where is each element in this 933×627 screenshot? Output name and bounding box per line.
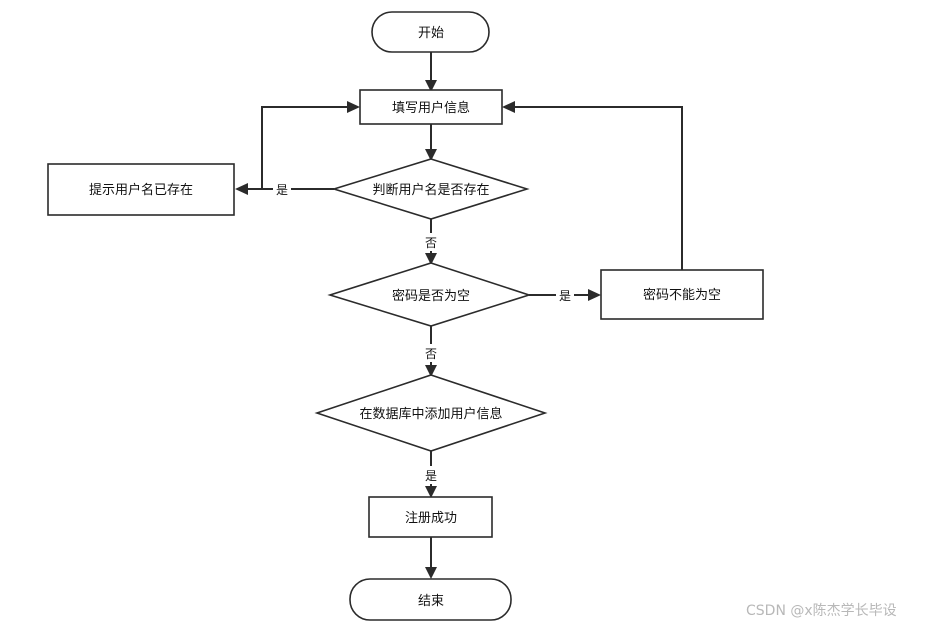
add-to-database-decision xyxy=(314,374,548,452)
edge-label-username-no: 否 xyxy=(425,236,437,250)
arrowhead xyxy=(502,101,515,113)
check-password-empty-decision xyxy=(327,262,532,327)
connector-password-prompt-back-to-fill xyxy=(513,106,683,270)
register-success-process xyxy=(368,496,493,538)
edge-label-password-no: 否 xyxy=(425,347,437,361)
arrowhead xyxy=(235,183,248,195)
end-terminal xyxy=(349,578,512,621)
check-password-empty-label: 密码是否为空 xyxy=(392,288,470,304)
check-username-label: 判断用户名是否存在 xyxy=(372,182,489,198)
arrowhead xyxy=(425,253,437,265)
start-terminal xyxy=(371,11,490,53)
arrowhead xyxy=(588,289,601,301)
check-username-decision xyxy=(331,158,530,220)
register-success-label: 注册成功 xyxy=(405,511,457,526)
username-exists-prompt-process xyxy=(47,163,235,216)
connector-prompt-back-to-fill xyxy=(261,106,348,189)
end-label: 结束 xyxy=(418,594,444,609)
arrowhead xyxy=(425,365,437,377)
edge-label-add-yes: 是 xyxy=(425,469,437,483)
edge-label-bg xyxy=(421,466,441,484)
edge-label-bg xyxy=(421,344,441,362)
fill-info-process xyxy=(359,89,503,125)
password-empty-prompt-process xyxy=(600,269,764,320)
edge-label-bg xyxy=(273,180,291,198)
add-to-database-label: 在数据库中添加用户信息 xyxy=(359,406,502,422)
arrowhead xyxy=(425,80,437,92)
fill-info-label: 填写用户信息 xyxy=(392,100,470,116)
arrowhead xyxy=(347,101,360,113)
edge-label-username-yes: 是 xyxy=(276,183,288,197)
edge-label-bg xyxy=(421,233,441,251)
watermark-text: CSDN @x陈杰学长毕设 xyxy=(746,603,897,619)
username-exists-prompt-label: 提示用户名已存在 xyxy=(89,182,193,198)
arrowhead xyxy=(425,149,437,161)
password-empty-prompt-label: 密码不能为空 xyxy=(643,287,721,303)
edge-label-bg xyxy=(556,286,574,304)
edge-label-password-yes: 是 xyxy=(559,289,571,303)
arrowhead xyxy=(425,567,437,579)
arrowhead xyxy=(425,486,437,498)
start-label: 开始 xyxy=(418,26,444,41)
